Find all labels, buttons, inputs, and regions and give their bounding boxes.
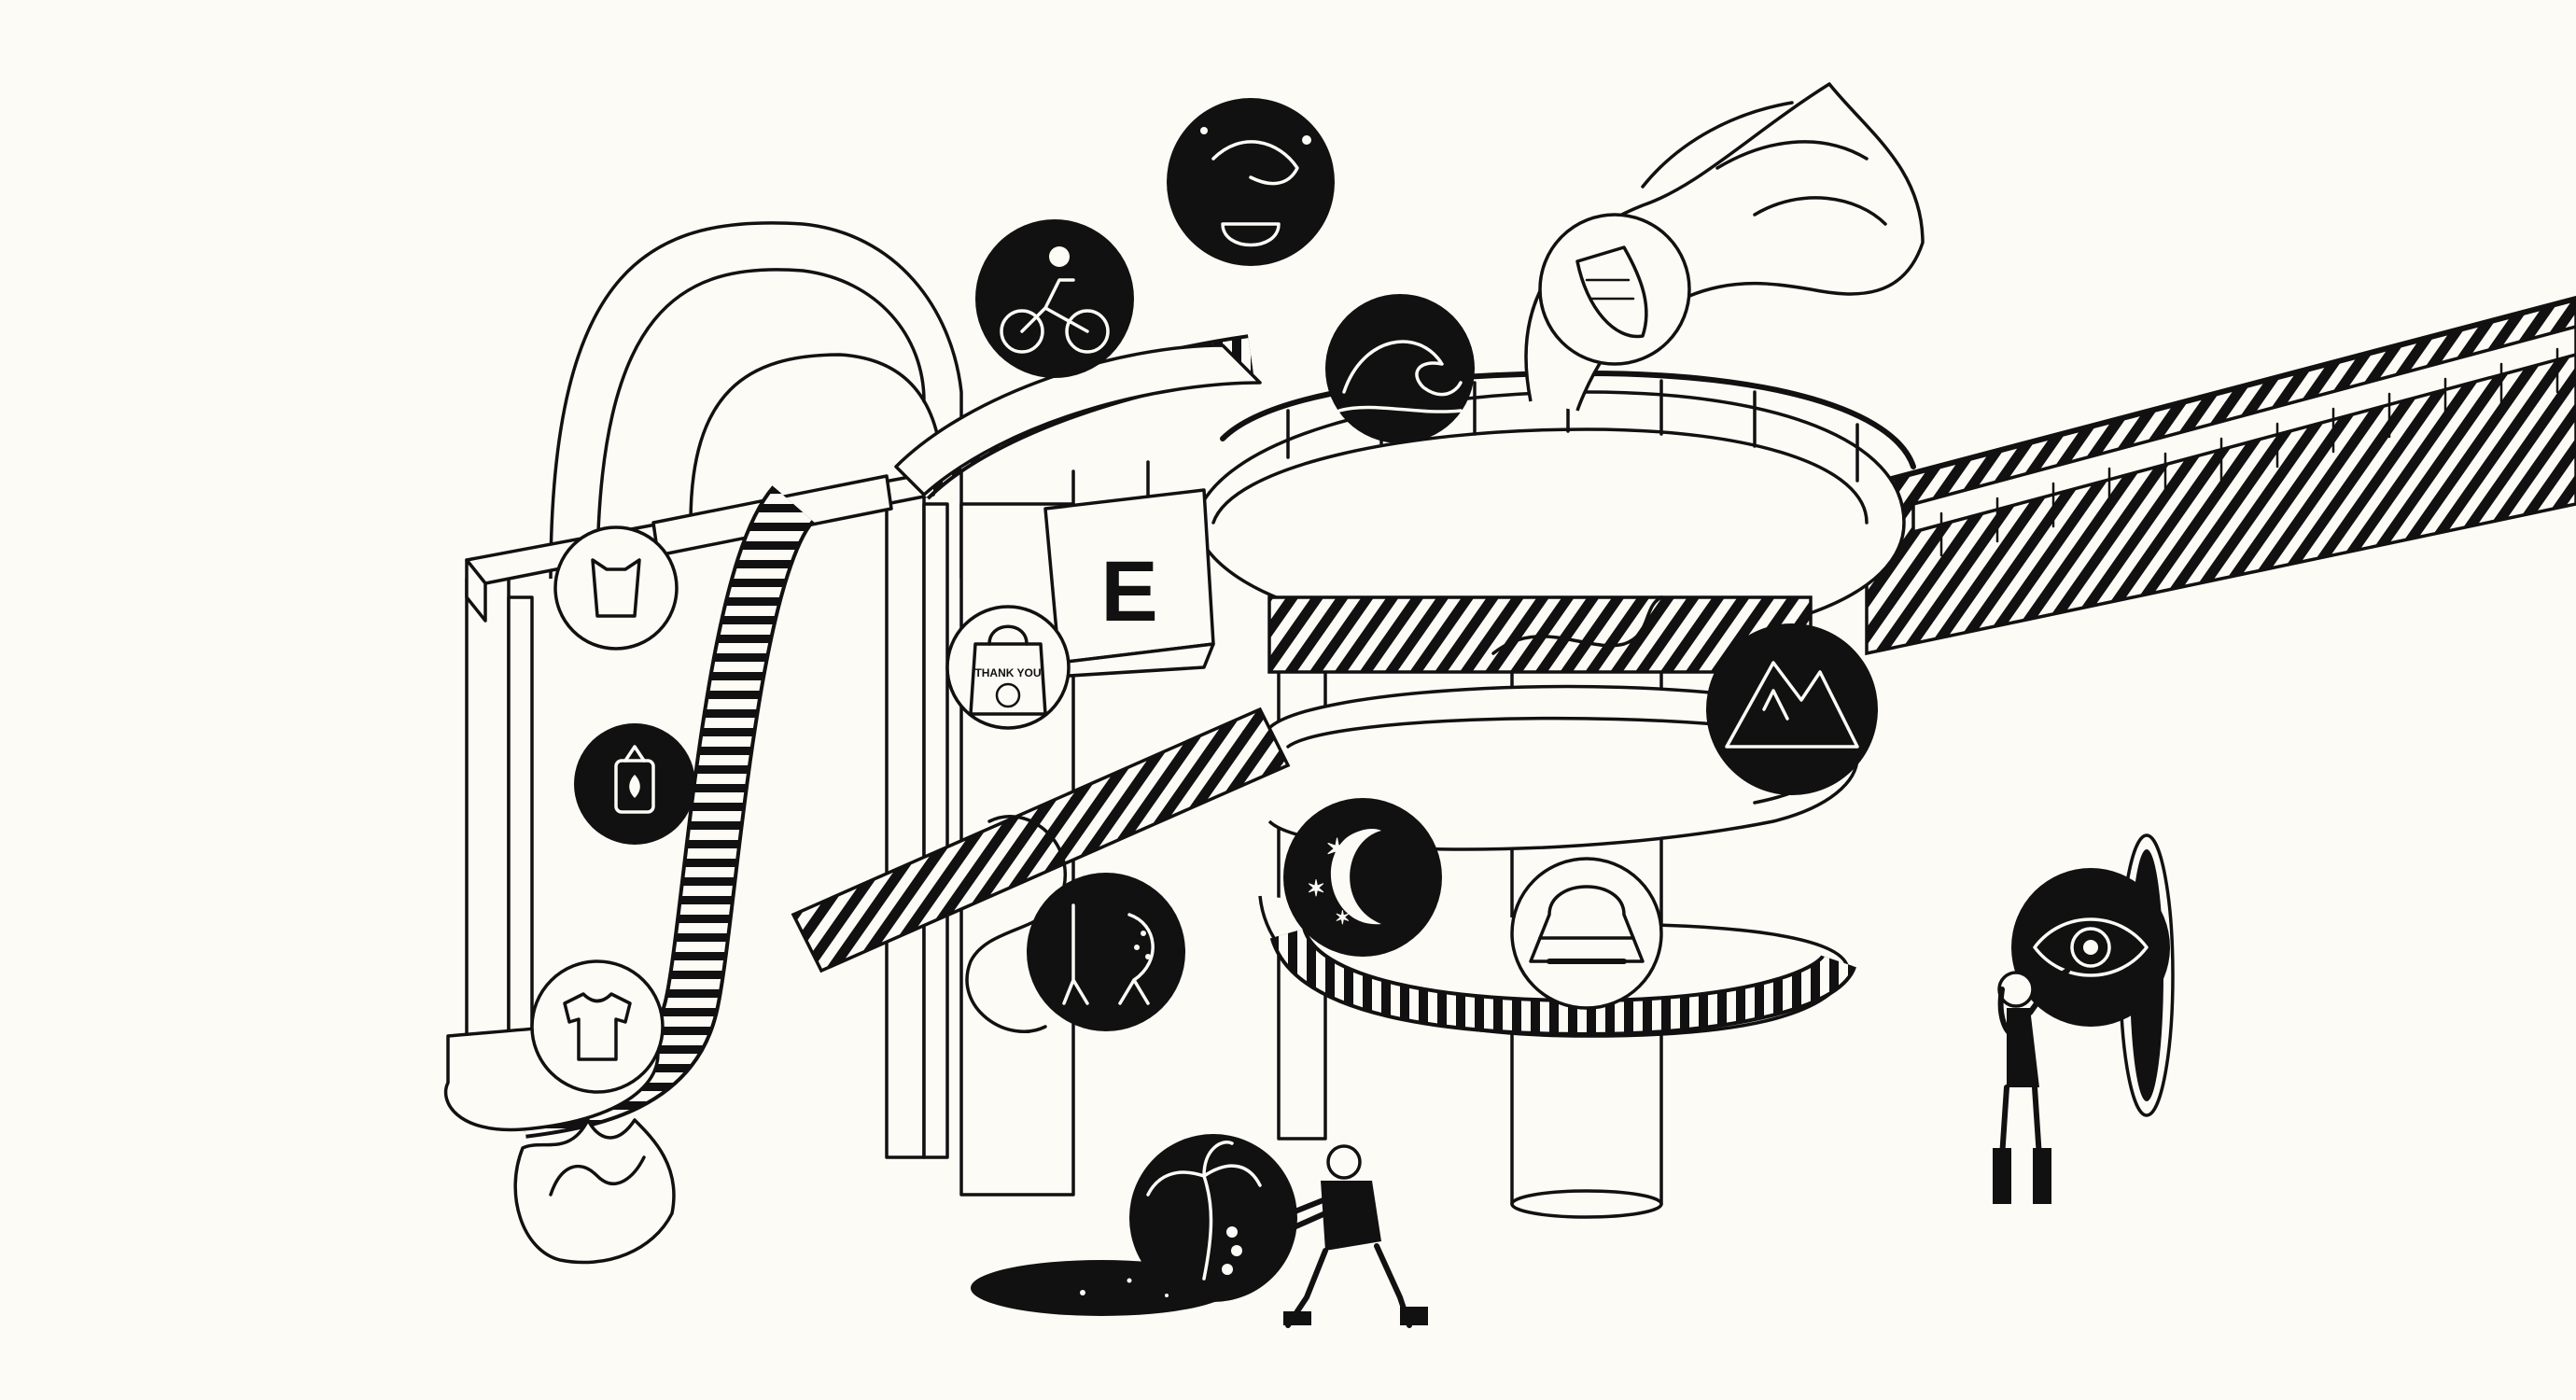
- svg-text:✶: ✶: [1307, 876, 1325, 902]
- orb-splash-hand: [1167, 98, 1335, 266]
- hand-splash-icon: [1200, 127, 1311, 247]
- orb-dancers: [1027, 873, 1185, 1031]
- orb-shopping-bag: THANK YOU: [945, 605, 1071, 730]
- wave-icon: [1337, 340, 1463, 413]
- shopping-bag-icon: THANK YOU: [969, 624, 1047, 716]
- figure-standing-woman: [1993, 968, 2070, 1204]
- moon-stars-icon: ✶ ✶ ✶: [1307, 829, 1381, 929]
- lantern-icon: [614, 745, 655, 814]
- orb-mountain: [1706, 623, 1878, 795]
- orb-bucket-hat: [1510, 857, 1663, 1010]
- figure-kneeling-man: [1276, 1144, 1428, 1328]
- svg-text:✶: ✶: [1335, 908, 1351, 929]
- svg-text:✶: ✶: [1325, 834, 1349, 865]
- flame-bottom: [513, 1118, 676, 1265]
- t-shirt-icon: [563, 992, 632, 1061]
- palm-tree-icon: [1146, 1141, 1262, 1281]
- sneaker-icon: [1575, 245, 1648, 339]
- orb-cyclist: [975, 219, 1134, 378]
- dancers-icon: [1062, 903, 1155, 1005]
- orb-wave: [1325, 294, 1475, 443]
- orb-t-shirt: [530, 959, 665, 1094]
- orb-palm-tree: [1129, 1134, 1297, 1302]
- tank-top-icon: [591, 558, 641, 618]
- bridge-walkway: [1864, 296, 2576, 656]
- cyclist-icon: [1000, 246, 1110, 354]
- orb-sneaker: [1538, 213, 1691, 366]
- bucket-hat-icon: [1529, 885, 1645, 964]
- sign-letter: E: [1100, 544, 1157, 639]
- track-top: [894, 334, 1262, 500]
- orb-moon-stars: ✶ ✶ ✶: [1283, 798, 1442, 957]
- bag-text: THANK YOU: [974, 666, 1041, 679]
- orb-tank-top: [553, 525, 679, 651]
- sign-e: E: [1043, 460, 1215, 679]
- flowing-banners: [965, 595, 1663, 1033]
- mountain-icon: [1725, 661, 1859, 749]
- orb-lantern: [574, 723, 695, 845]
